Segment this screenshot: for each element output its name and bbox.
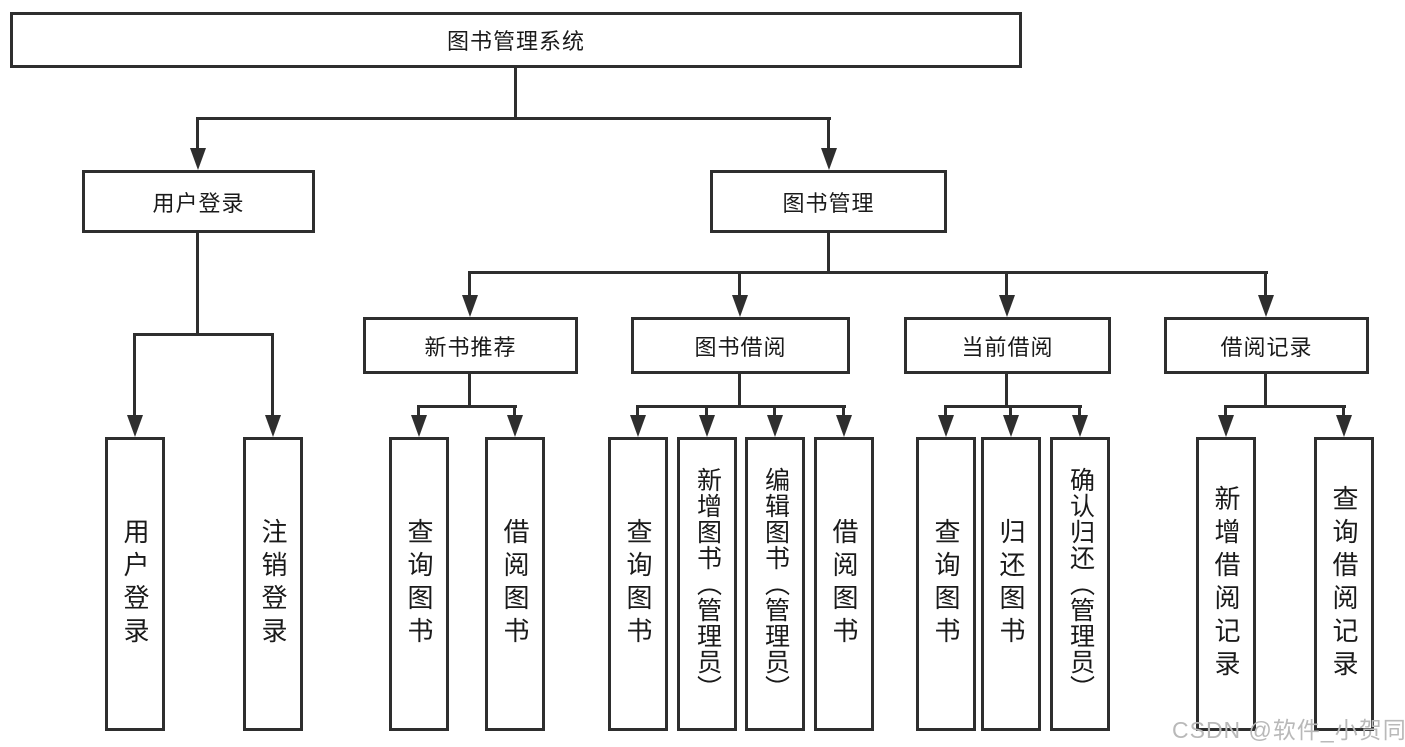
leaf-query-books-current: 查询图书 [916, 437, 976, 731]
connector-borrowing-drop-1 [636, 405, 639, 417]
connector-bookmgmt-drop-2 [738, 271, 741, 298]
leaf-query-books-borrowing: 查询图书 [608, 437, 668, 731]
node-borrowing-records: 借阅记录 [1164, 317, 1369, 374]
node-current-borrowing: 当前借阅 [904, 317, 1111, 374]
connector-userlogin-drop-2 [271, 333, 274, 417]
node-new-book-recommend: 新书推荐 [363, 317, 578, 374]
arrow-down-icon [1258, 295, 1274, 317]
connector-borrowing-drop-4 [842, 405, 845, 417]
node-library-system: 图书管理系统 [10, 12, 1022, 68]
connector-current-drop-3 [1078, 405, 1081, 417]
connector-borrowing-bar [636, 405, 846, 408]
arrow-down-icon [821, 148, 837, 170]
leaf-user-login: 用户登录 [105, 437, 165, 731]
connector-userlogin-bar [133, 333, 274, 336]
arrow-down-icon [836, 415, 852, 437]
connector-bookmgmt-stem [827, 233, 830, 274]
connector-bookmgmt-drop-3 [1005, 271, 1008, 298]
arrow-down-icon [1072, 415, 1088, 437]
connector-borrowing-stem [738, 374, 741, 408]
connector-bookmgmt-drop-4 [1264, 271, 1267, 298]
arrow-down-icon [630, 415, 646, 437]
arrow-down-icon [1336, 415, 1352, 437]
leaf-add-borrow-record: 新增借阅记录 [1196, 437, 1256, 731]
connector-records-drop-1 [1224, 405, 1227, 417]
leaf-add-books-admin: 新增图书（管理员） [677, 437, 737, 731]
connector-root-drop-right [827, 117, 830, 150]
connector-records-bar [1224, 405, 1346, 408]
connector-root-bar [196, 117, 831, 120]
arrow-down-icon [767, 415, 783, 437]
connector-newbook-bar [417, 405, 517, 408]
watermark: CSDN @软件_小贺同学 [1172, 717, 1405, 743]
arrow-down-icon [265, 415, 281, 437]
leaf-borrow-books: 借阅图书 [814, 437, 874, 731]
arrow-down-icon [999, 295, 1015, 317]
connector-current-stem [1005, 374, 1008, 408]
arrow-down-icon [127, 415, 143, 437]
arrow-down-icon [507, 415, 523, 437]
connector-root-stem [514, 68, 517, 120]
arrow-down-icon [462, 295, 478, 317]
connector-userlogin-stem [196, 233, 199, 336]
connector-bookmgmt-bar [468, 271, 1268, 274]
connector-current-drop-2 [1009, 405, 1012, 417]
connector-borrowing-drop-2 [705, 405, 708, 417]
arrow-down-icon [938, 415, 954, 437]
connector-records-drop-2 [1342, 405, 1345, 417]
arrow-down-icon [1218, 415, 1234, 437]
connector-userlogin-drop-1 [133, 333, 136, 417]
leaf-edit-books-admin: 编辑图书（管理员） [745, 437, 805, 731]
connector-root-drop-left [196, 117, 199, 150]
leaf-borrow-books-recommend: 借阅图书 [485, 437, 545, 731]
connector-bookmgmt-drop-1 [468, 271, 471, 298]
node-book-borrowing: 图书借阅 [631, 317, 850, 374]
connector-records-stem [1264, 374, 1267, 408]
leaf-return-books: 归还图书 [981, 437, 1041, 731]
connector-current-drop-1 [944, 405, 947, 417]
connector-newbook-stem [468, 374, 471, 408]
connector-newbook-drop-2 [513, 405, 516, 417]
leaf-query-books-recommend: 查询图书 [389, 437, 449, 731]
arrow-down-icon [732, 295, 748, 317]
connector-current-bar [944, 405, 1082, 408]
arrow-down-icon [699, 415, 715, 437]
connector-borrowing-drop-3 [773, 405, 776, 417]
node-book-management: 图书管理 [710, 170, 947, 233]
node-user-login: 用户登录 [82, 170, 315, 233]
leaf-logout: 注销登录 [243, 437, 303, 731]
leaf-confirm-return-admin: 确认归还（管理员） [1050, 437, 1110, 731]
connector-newbook-drop-1 [417, 405, 420, 417]
arrow-down-icon [411, 415, 427, 437]
arrow-down-icon [1003, 415, 1019, 437]
arrow-down-icon [190, 148, 206, 170]
leaf-query-borrow-record: 查询借阅记录 [1314, 437, 1374, 731]
